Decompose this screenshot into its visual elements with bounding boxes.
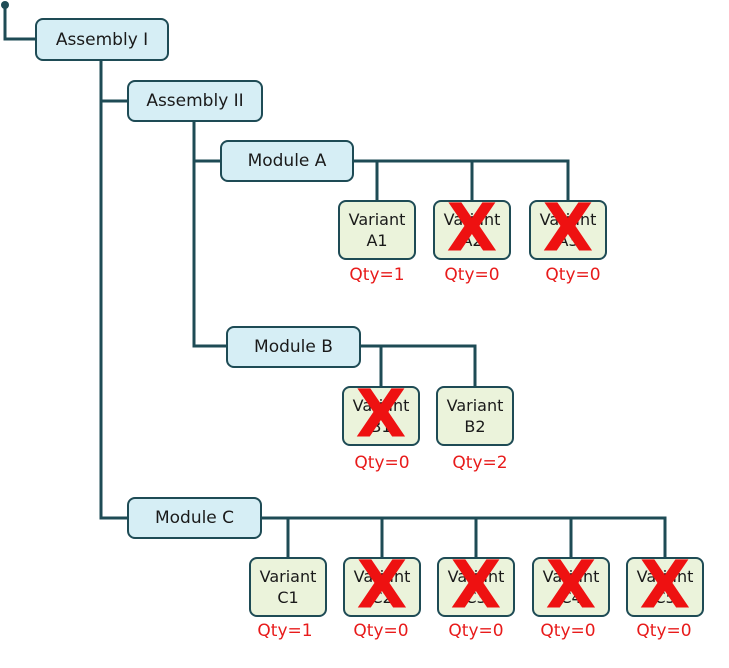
variant-a1-qty: Qty=1 (349, 265, 405, 285)
assembly-1-box[interactable]: Assembly I (35, 18, 169, 61)
variant-c3-line1: Variant (447, 567, 505, 586)
variant-c1-qty: Qty=1 (257, 621, 313, 641)
variant-c2-line2: C2 (371, 588, 393, 607)
variant-c3-box[interactable]: Variant C3 X (437, 552, 515, 618)
assembly-2-box[interactable]: Assembly II (127, 80, 263, 122)
variant-a3-line2: A3 (557, 231, 579, 250)
variant-c4-line2: C4 (560, 588, 582, 607)
variant-a2-qty: Qty=0 (444, 265, 500, 285)
root-connector (3, 3, 37, 41)
variant-c5-box[interactable]: Variant C5 X (626, 552, 704, 618)
module-b-box[interactable]: Module B (226, 326, 361, 368)
variant-a1-line2: A1 (366, 231, 388, 250)
assembly-2-label: Assembly II (146, 91, 244, 111)
module-a-box[interactable]: Module A (220, 140, 354, 182)
variant-c5-line1: Variant (636, 567, 694, 586)
variant-c4-line1: Variant (542, 567, 600, 586)
variant-b1-line1: Variant (352, 396, 410, 415)
module-b-label: Module B (254, 337, 333, 357)
variant-c1-line2: C1 (277, 588, 299, 607)
variant-c5-line2: C5 (654, 588, 676, 607)
variant-c3-qty: Qty=0 (448, 621, 504, 641)
variant-c3-line2: C3 (465, 588, 487, 607)
variant-b2-line1: Variant (446, 396, 504, 415)
module-c-label: Module C (154, 508, 235, 528)
variant-c4-box[interactable]: Variant C4 X (532, 552, 610, 618)
variant-b1-line2: B1 (370, 417, 392, 436)
variant-a1-box[interactable]: Variant A1 (338, 200, 416, 260)
module-a-label: Module A (247, 151, 327, 171)
variant-a2-line1: Variant (443, 210, 501, 229)
variant-b1-box[interactable]: Variant B1 X (342, 381, 420, 447)
variant-c1-box[interactable]: Variant C1 (249, 557, 327, 617)
module-c-box[interactable]: Module C (127, 497, 262, 539)
variant-b2-box[interactable]: Variant B2 (436, 386, 514, 446)
assembly-1-label: Assembly I (55, 29, 149, 50)
variant-c2-line1: Variant (353, 567, 411, 586)
variant-c5-qty: Qty=0 (636, 621, 692, 641)
variant-a3-box[interactable]: Variant A3 X (529, 195, 607, 261)
variant-c4-qty: Qty=0 (540, 621, 596, 641)
variant-c1-line1: Variant (259, 567, 317, 586)
variant-c2-box[interactable]: Variant C2 X (343, 552, 421, 618)
variant-b2-line2: B2 (464, 417, 486, 436)
variant-a2-line2: A2 (461, 231, 483, 250)
variant-b1-qty: Qty=0 (354, 453, 410, 473)
variant-c2-qty: Qty=0 (353, 621, 409, 641)
variant-a3-qty: Qty=0 (545, 265, 601, 285)
variant-b2-qty: Qty=2 (452, 453, 508, 473)
variant-a3-line1: Variant (539, 210, 597, 229)
variant-a2-box[interactable]: Variant A2 X (433, 195, 511, 261)
variant-a1-line1: Variant (348, 210, 406, 229)
